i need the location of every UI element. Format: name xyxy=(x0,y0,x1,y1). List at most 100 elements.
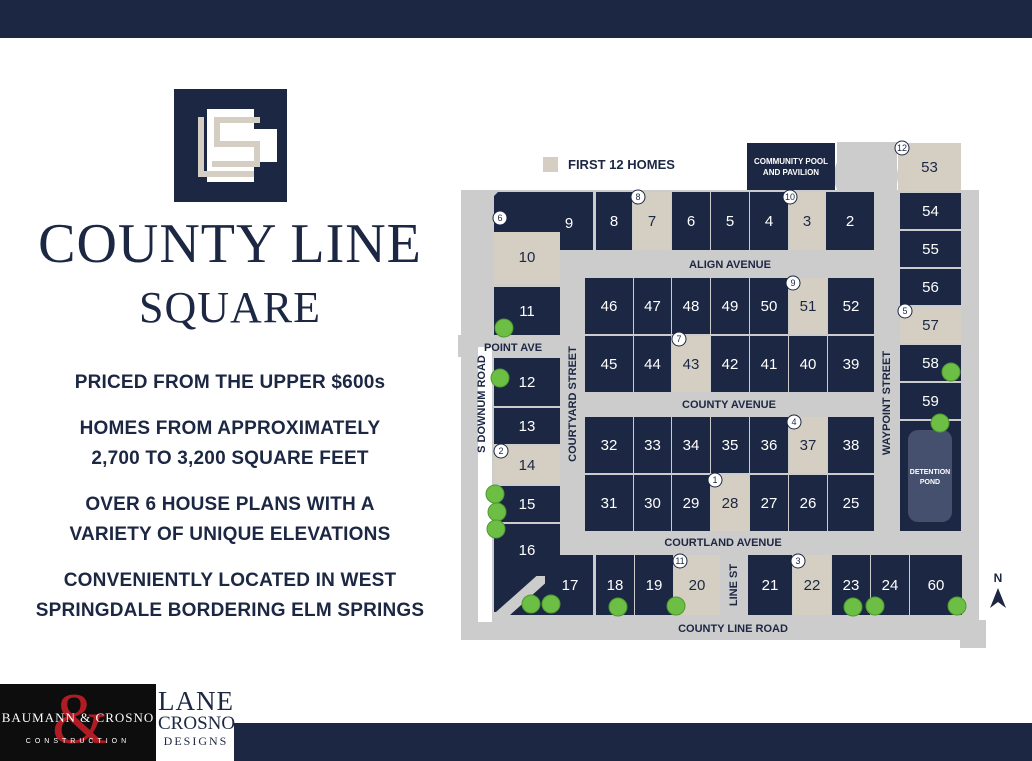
marker-number: 7 xyxy=(676,334,681,344)
info-size-line1: HOMES FROM APPROXIMATELY xyxy=(79,418,381,439)
tree-icon xyxy=(521,594,541,614)
lot-56 xyxy=(900,269,961,305)
title-square: SQUARE xyxy=(138,283,322,332)
north-label: N xyxy=(994,571,1003,585)
tree-icon xyxy=(494,318,514,338)
lot-number: 28 xyxy=(722,495,739,512)
marker-number: 5 xyxy=(902,306,907,316)
lot-50 xyxy=(750,278,788,334)
lot-47 xyxy=(634,278,671,334)
lot-number: 15 xyxy=(519,496,536,513)
lot-40 xyxy=(789,336,827,392)
info-price-line: PRICED FROM THE UPPER $600s xyxy=(74,372,386,393)
lot-4 xyxy=(750,192,788,250)
marker-2 xyxy=(493,443,509,459)
trees xyxy=(485,318,967,617)
lot-36 xyxy=(750,417,788,473)
street-line-st: LINE ST xyxy=(728,564,740,606)
lot-46 xyxy=(585,278,633,334)
tree-icon xyxy=(865,596,885,616)
lot-number: 57 xyxy=(922,317,939,334)
marker-9 xyxy=(785,275,801,291)
marker-8 xyxy=(630,189,646,205)
marker-10 xyxy=(782,189,798,205)
marker-number: 2 xyxy=(498,446,503,456)
bottom-banner xyxy=(234,723,1032,761)
lane-crosno-logo: LANE CROSNO DESIGNS xyxy=(158,688,235,758)
lot-number: 9 xyxy=(565,215,573,232)
lot-9-corner xyxy=(494,192,560,250)
community-pool-line1: COMMUNITY POOL xyxy=(754,157,828,166)
baumann-crosno-logo: & BAUMANN & CROSNO CONSTRUCTION xyxy=(0,679,156,761)
lot-number: 54 xyxy=(922,203,939,220)
lot-number: 34 xyxy=(683,437,700,454)
lot-5 xyxy=(711,192,749,250)
marker-6 xyxy=(492,210,508,226)
street-s-downum-road: S DOWNUM ROAD xyxy=(476,355,488,453)
lot-number: 52 xyxy=(843,298,860,315)
lot-number: 43 xyxy=(683,356,700,373)
lot-number: 35 xyxy=(722,437,739,454)
info-plans: OVER 6 HOUSE PLANS WITH A VARIETY OF UNI… xyxy=(0,490,460,550)
lot-number: 13 xyxy=(519,418,536,435)
marker-number: 10 xyxy=(785,192,795,202)
cls-logo-icon xyxy=(174,89,287,202)
info-size: HOMES FROM APPROXIMATELY 2,700 TO 3,200 … xyxy=(0,414,460,474)
info-price: PRICED FROM THE UPPER $600s xyxy=(0,368,460,398)
lot-number: 36 xyxy=(761,437,778,454)
lot-35 xyxy=(711,417,749,473)
lot-59 xyxy=(900,383,961,419)
lot-52 xyxy=(828,278,874,334)
pond-line2: POND xyxy=(920,479,940,486)
lot-number: 18 xyxy=(607,577,624,594)
marker-number: 6 xyxy=(497,213,502,223)
lot-number: 6 xyxy=(687,213,695,230)
lot-number: 25 xyxy=(843,495,860,512)
tree-icon xyxy=(947,596,967,616)
marker-number: 11 xyxy=(675,556,684,566)
lot-10 xyxy=(494,232,560,284)
tree-icon xyxy=(666,596,686,616)
lot-48 xyxy=(672,278,710,334)
lot-number: 37 xyxy=(800,437,817,454)
pond-line1: DETENTION xyxy=(910,469,950,476)
lot-number: 46 xyxy=(601,298,618,315)
lot-number: 60 xyxy=(928,577,945,594)
marker-4 xyxy=(786,414,802,430)
lot-number: 33 xyxy=(644,437,661,454)
lot-number: 39 xyxy=(843,356,860,373)
lot-number: 4 xyxy=(765,213,773,230)
lot-39 xyxy=(828,336,874,392)
title-county-line: COUNTY LINE xyxy=(38,213,422,275)
legend-swatch xyxy=(543,157,558,172)
lot-31 xyxy=(585,475,633,531)
lot-number: 32 xyxy=(601,437,618,454)
tree-icon xyxy=(487,502,507,522)
marker-number: 8 xyxy=(635,192,640,202)
lot-29 xyxy=(672,475,710,531)
lot-2 xyxy=(826,192,874,250)
info-location-line2: SPRINGDALE BORDERING ELM SPRINGS xyxy=(35,600,425,621)
lot-27 xyxy=(750,475,788,531)
street-courtland-avenue: COURTLAND AVENUE xyxy=(664,537,781,549)
lot-21 xyxy=(748,555,792,615)
lot-number: 10 xyxy=(519,249,536,266)
lot-6 xyxy=(672,192,710,250)
top-banner xyxy=(0,0,1032,38)
lot-number: 27 xyxy=(761,495,778,512)
lot-number: 47 xyxy=(644,298,661,315)
lot-number: 29 xyxy=(683,495,700,512)
lot-number: 8 xyxy=(610,213,618,230)
street-courtyard-street: COURTYARD STREET xyxy=(567,346,579,462)
lot-number: 48 xyxy=(683,298,700,315)
marker-number: 3 xyxy=(795,556,800,566)
lot-8 xyxy=(596,192,632,250)
marker-1 xyxy=(707,472,723,488)
tree-icon xyxy=(941,362,961,382)
tree-icon xyxy=(930,413,950,433)
lot-number: 49 xyxy=(722,298,739,315)
